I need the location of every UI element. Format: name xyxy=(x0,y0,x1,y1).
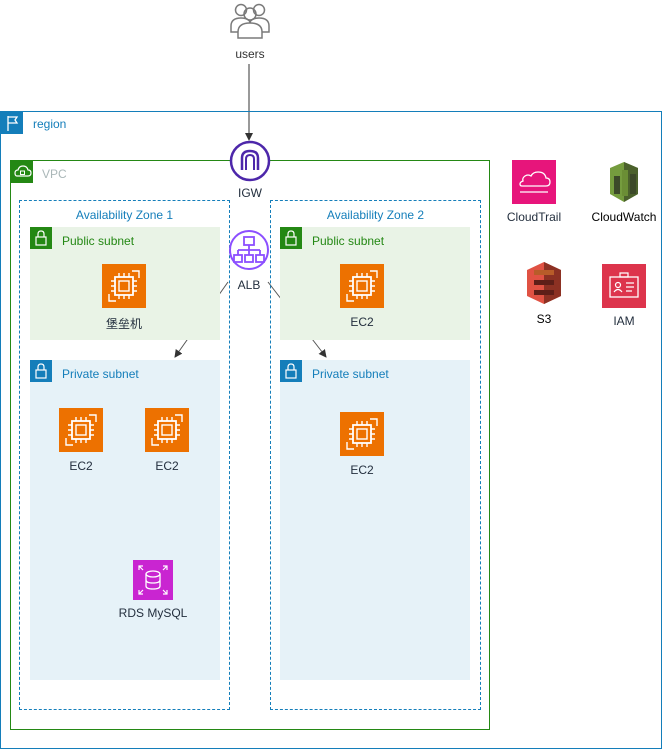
ec2-label: EC2 xyxy=(350,315,374,329)
availability-zone-2[interactable]: Availability Zone 2 xyxy=(270,200,481,710)
vpc-cloud-icon xyxy=(11,161,33,183)
s3-icon xyxy=(527,262,561,304)
s3-label: S3 xyxy=(536,312,552,326)
cloudwatch-service[interactable]: CloudWatch xyxy=(574,160,663,226)
az2-private-subnet-label: Private subnet xyxy=(312,367,389,381)
iam-label: IAM xyxy=(613,314,635,328)
internet-gateway-icon xyxy=(229,140,271,182)
igw-node[interactable]: IGW xyxy=(229,140,271,204)
az1-private-subnet-label: Private subnet xyxy=(62,367,139,381)
cloudtrail-service[interactable]: CloudTrail xyxy=(484,160,584,226)
az2-private-subnet[interactable]: Private subnet xyxy=(280,360,470,680)
iam-service[interactable]: IAM xyxy=(574,264,663,330)
cloudwatch-icon xyxy=(610,162,638,202)
alb-node[interactable]: ALB xyxy=(228,229,270,293)
ec2-instance[interactable]: EC2 xyxy=(312,264,412,334)
ec2-icon xyxy=(340,264,384,308)
ec2-instance[interactable]: EC2 xyxy=(31,408,131,478)
ec2-label: EC2 xyxy=(69,459,93,473)
region-label: region xyxy=(33,117,67,131)
users-icon xyxy=(230,3,270,39)
az2-public-subnet-label: Public subnet xyxy=(312,234,385,248)
lock-icon xyxy=(280,227,302,249)
users-label: users xyxy=(235,47,265,61)
ec2-instance[interactable]: 堡垒机 xyxy=(74,264,174,334)
s3-service[interactable]: S3 xyxy=(494,260,594,326)
users-node[interactable]: users xyxy=(226,0,274,64)
ec2-label: EC2 xyxy=(155,459,179,473)
region-group[interactable]: region xyxy=(0,111,662,749)
lock-icon xyxy=(30,360,52,382)
rds-database-icon xyxy=(133,560,173,600)
rds-instance[interactable]: RDS MySQL xyxy=(103,560,203,626)
ec2-instance[interactable]: EC2 xyxy=(312,412,412,482)
cloudwatch-label: CloudWatch xyxy=(591,210,657,224)
az2-label: Availability Zone 2 xyxy=(326,208,425,222)
flag-icon xyxy=(1,112,23,134)
vpc-label: VPC xyxy=(42,167,67,181)
load-balancer-icon xyxy=(229,230,269,270)
lock-icon xyxy=(280,360,302,382)
ec2-label: EC2 xyxy=(350,463,374,477)
ec2-instance[interactable]: EC2 xyxy=(117,408,217,478)
ec2-icon xyxy=(145,408,189,452)
ec2-label: 堡垒机 xyxy=(105,317,142,331)
cloudtrail-icon xyxy=(512,160,556,204)
iam-icon xyxy=(602,264,646,308)
rds-label: RDS MySQL xyxy=(118,606,188,620)
cloudtrail-label: CloudTrail xyxy=(506,210,562,224)
alb-label: ALB xyxy=(237,278,261,292)
ec2-icon xyxy=(59,408,103,452)
ec2-icon xyxy=(340,412,384,456)
igw-label: IGW xyxy=(238,186,262,200)
ec2-icon xyxy=(102,264,146,308)
lock-icon xyxy=(30,227,52,249)
az1-label: Availability Zone 1 xyxy=(75,208,174,222)
az1-public-subnet-label: Public subnet xyxy=(62,234,135,248)
availability-zone-1[interactable]: Availability Zone 1 xyxy=(19,200,230,710)
